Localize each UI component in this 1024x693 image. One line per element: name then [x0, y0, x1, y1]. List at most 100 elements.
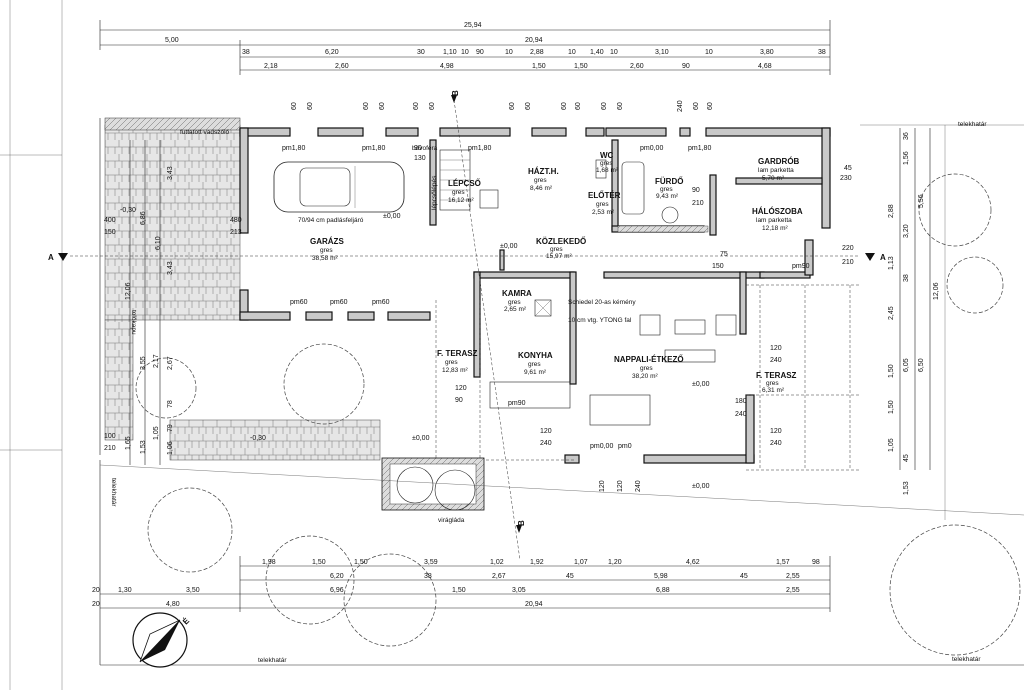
svg-text:60: 60	[413, 102, 420, 110]
svg-text:10: 10	[461, 49, 469, 56]
opening-dims-top: 60 60 60 60 60 60 60 60 60 60 60 60 240 …	[291, 100, 714, 112]
bottom-dim-row4: 20 4,80 20,94	[92, 601, 543, 608]
svg-text:38: 38	[903, 274, 910, 282]
svg-text:lam parketta: lam parketta	[756, 217, 792, 224]
svg-text:4,98: 4,98	[440, 63, 454, 70]
svg-text:2,88: 2,88	[530, 49, 544, 56]
svg-text:45: 45	[903, 454, 910, 462]
svg-text:60: 60	[707, 102, 714, 110]
section-arrow-b-top	[451, 95, 457, 103]
boundary-label-left: telekhatár	[110, 478, 117, 507]
svg-text:1,53: 1,53	[903, 481, 910, 495]
svg-text:1,65: 1,65	[125, 436, 132, 450]
svg-text:pm1,80: pm1,80	[282, 145, 305, 152]
svg-text:1,30: 1,30	[118, 587, 132, 594]
svg-text:30: 30	[417, 49, 425, 56]
attic-note: 70/94 cm padlásfeljáró	[298, 217, 364, 224]
svg-text:90: 90	[414, 145, 422, 152]
svg-text:60: 60	[509, 102, 516, 110]
room-pantry: KAMRA	[502, 289, 532, 298]
svg-text:pm0,00: pm0,00	[640, 145, 663, 152]
svg-text:45: 45	[844, 165, 852, 172]
car-icon	[273, 161, 405, 213]
svg-text:1,05: 1,05	[153, 426, 160, 440]
north-arrow-icon: É	[132, 612, 192, 668]
svg-text:1,05: 1,05	[888, 438, 895, 452]
svg-text:gres: gres	[596, 201, 609, 208]
svg-text:2,65 m²: 2,65 m²	[504, 306, 527, 313]
svg-text:6,88: 6,88	[656, 587, 670, 594]
svg-text:1,50: 1,50	[532, 63, 546, 70]
svg-text:38: 38	[424, 573, 432, 580]
svg-text:5,98: 5,98	[654, 573, 668, 580]
svg-text:4,68: 4,68	[758, 63, 772, 70]
bottom-dim-row2: 6,20 38 2,67 45 5,98 45 2,55	[330, 573, 800, 580]
paved-walkway	[169, 419, 381, 461]
top-dim-row3: 38 6,20 30 1,10 10 90 10 2,88 10 1,40 10…	[242, 49, 826, 56]
living-furniture	[489, 314, 737, 426]
svg-text:6,50: 6,50	[918, 358, 925, 372]
svg-text:1,56: 1,56	[903, 151, 910, 165]
svg-text:gres: gres	[766, 380, 779, 387]
chimney-icon	[534, 299, 552, 317]
svg-text:3,20: 3,20	[903, 224, 910, 238]
svg-text:gres: gres	[600, 160, 613, 167]
room-stairs: LÉPCSŐ	[448, 179, 481, 188]
svg-text:9,61 m²: 9,61 m²	[524, 369, 547, 376]
svg-text:É: É	[181, 616, 192, 627]
svg-text:1,50: 1,50	[888, 400, 895, 414]
svg-text:60: 60	[575, 102, 582, 110]
svg-text:pm1,80: pm1,80	[688, 145, 711, 152]
svg-text:60: 60	[307, 102, 314, 110]
room-living-dining: NAPPALI-ÉTKEZŐ	[614, 355, 684, 364]
svg-text:1,53: 1,53	[140, 440, 147, 454]
svg-text:90: 90	[476, 49, 484, 56]
svg-text:2,55: 2,55	[786, 573, 800, 580]
svg-text:240: 240	[735, 411, 747, 418]
svg-text:2,53 m²: 2,53 m²	[592, 209, 615, 216]
svg-text:2,18: 2,18	[264, 63, 278, 70]
dim-row2-a: 5,00	[165, 37, 179, 44]
svg-text:130: 130	[414, 155, 426, 162]
svg-text:pm60: pm60	[330, 299, 348, 306]
svg-text:gres: gres	[660, 186, 673, 193]
svg-text:±0,00: ±0,00	[500, 243, 518, 250]
boundary-label-top: telekhatár	[958, 121, 987, 128]
svg-text:3,55: 3,55	[140, 356, 147, 370]
vine-label: futtatott vadszőlő	[180, 129, 230, 136]
svg-text:pm60: pm60	[290, 299, 308, 306]
svg-text:6,96: 6,96	[330, 587, 344, 594]
svg-text:pm60: pm60	[372, 299, 390, 306]
boundary-line-diagonal	[99, 464, 1024, 516]
svg-text:120: 120	[770, 345, 782, 352]
svg-text:Schiedel 20-as kémény: Schiedel 20-as kémény	[568, 299, 636, 306]
svg-text:180: 180	[735, 398, 747, 405]
vine-strip	[104, 117, 241, 131]
boundary-label-bottom-right: telekhatár	[952, 656, 981, 663]
svg-text:gres: gres	[528, 361, 541, 368]
svg-text:gres: gres	[445, 359, 458, 366]
svg-text:75: 75	[720, 251, 728, 258]
svg-text:60: 60	[525, 102, 532, 110]
svg-text:60: 60	[363, 102, 370, 110]
svg-text:10: 10	[610, 49, 618, 56]
svg-text:5,70 m²: 5,70 m²	[762, 175, 785, 182]
svg-text:1,02: 1,02	[490, 559, 504, 566]
svg-text:240: 240	[770, 357, 782, 364]
svg-text:6,05: 6,05	[903, 358, 910, 372]
svg-text:60: 60	[601, 102, 608, 110]
section-label-a-right: A	[880, 253, 886, 262]
section-label-a-left: A	[48, 253, 54, 262]
svg-text:10 cm vtg. YTONG fal: 10 cm vtg. YTONG fal	[568, 317, 632, 324]
bottom-dim-row3: 20 1,30 3,50 6,96 1,50 3,05 6,88 2,55	[92, 587, 800, 594]
svg-text:120: 120	[770, 428, 782, 435]
svg-text:240: 240	[635, 480, 642, 492]
svg-text:3,80: 3,80	[760, 49, 774, 56]
svg-text:6,86: 6,86	[140, 211, 147, 225]
svg-text:38: 38	[242, 49, 250, 56]
section-label-b-bottom: B	[517, 520, 526, 526]
svg-text:98: 98	[812, 559, 820, 566]
svg-text:2,67: 2,67	[167, 356, 174, 370]
svg-text:1,07: 1,07	[574, 559, 588, 566]
